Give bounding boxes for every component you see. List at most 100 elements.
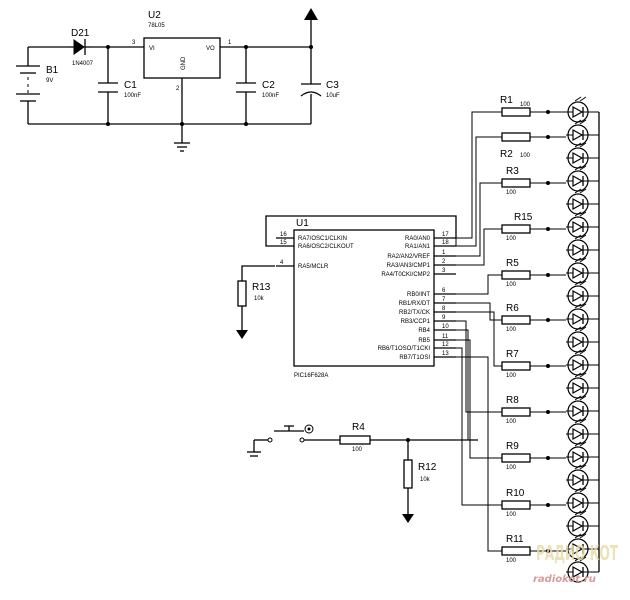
led-diode <box>566 533 599 560</box>
mcu-right-pin-number: 1 <box>442 250 446 256</box>
mcu-right-pin-name: RB1/RX/DT <box>399 301 431 307</box>
mcu-left-pin-name: RA5/MCLR <box>298 264 329 270</box>
mcu-right-pin-number: 11 <box>442 334 449 340</box>
led-diode <box>566 142 599 169</box>
regulator-ref: U2 <box>148 10 161 21</box>
ground-icon <box>174 124 190 152</box>
led-signal-wire <box>456 228 502 266</box>
mcu-right-pin-number: 17 <box>442 232 449 238</box>
regulator-pin1: 1 <box>228 40 232 46</box>
led-resistor-value: 100 <box>520 153 531 159</box>
mcu-part: PIC16F628A <box>294 373 328 379</box>
mcu-left-pin-number: 4 <box>280 260 284 266</box>
mcu-right-pin-name: RA2/AN2/VREF <box>387 254 430 260</box>
mcu-right-pin-name: RB6/T1OSO/T1CKI <box>378 346 431 352</box>
led-diode <box>566 441 599 468</box>
led-signal-wire <box>456 320 502 413</box>
r12-ref: R12 <box>418 462 437 473</box>
mcu-left-pin-name: RA7/OSC1/CLKIN <box>298 236 347 242</box>
led-resistor: R7 100 <box>501 349 566 379</box>
mcu-right-pins: 17RA0/AN018RA1/AN11RA2/AN2/VREF2RA3/AN3/… <box>378 232 456 361</box>
led-signal-wire <box>456 311 502 367</box>
led-diode <box>566 372 599 399</box>
led-resistor-ref: R2 <box>500 149 513 160</box>
mcu-right-pin-number: 7 <box>442 297 446 303</box>
led-diode <box>566 280 599 307</box>
microcontroller-u1: U1 PIC16F628A 16RA7/OSC1/CLKIN15RA6/OSC2… <box>265 215 457 379</box>
diode-value: 1N4007 <box>72 61 94 67</box>
led-resistor-ref: R8 <box>506 395 519 406</box>
battery-value: 9V <box>46 78 53 84</box>
c3-ref: C3 <box>326 80 339 91</box>
diode-ref: D21 <box>71 28 90 39</box>
resistor-r13: R13 10k <box>236 265 275 339</box>
regulator-pin-vo: VO <box>206 46 215 52</box>
led-signal-wire <box>456 347 502 506</box>
led-diode <box>566 165 599 192</box>
led-diode <box>566 211 599 238</box>
led-signal-wire <box>456 329 469 440</box>
led-signal-wire <box>456 339 502 459</box>
led-wiring <box>455 111 502 552</box>
mcu-right-pin-name: RA0/AN0 <box>405 236 431 242</box>
mcu-right-pin-name: RB2/TX/CK <box>399 310 430 316</box>
mcu-right-pin-number: 3 <box>442 268 446 274</box>
mcu-right-pin-name: RA1/AN1 <box>405 244 431 250</box>
mcu-right-pin-name: RA3/AN3/CMP1 <box>387 263 431 269</box>
led-diode <box>566 119 599 146</box>
led-signal-wire <box>456 356 502 552</box>
watermark-site: radiokot.ru <box>533 574 596 585</box>
c2-value: 100nF <box>262 93 279 99</box>
mcu-right-pin-number: 2 <box>442 259 446 265</box>
mcu-right-pin-number: 10 <box>442 324 449 330</box>
watermark-logo: РАДИО КОТ <box>536 541 618 565</box>
capacitor-c1: C1 100nF <box>98 47 141 124</box>
mcu-right-pin-name: RB7/T1OSI <box>399 355 430 361</box>
led-diode <box>566 487 599 514</box>
led-resistor-ref: R7 <box>506 349 519 360</box>
regulator-pin-gnd: GND <box>181 56 187 70</box>
led-diode <box>566 349 599 376</box>
battery-ref: B1 <box>46 65 59 76</box>
led-diode <box>566 234 599 261</box>
led-diode <box>566 464 599 491</box>
r4-value: 100 <box>352 447 363 453</box>
led-diode <box>566 188 599 215</box>
mcu-right-pin-number: 9 <box>442 315 446 321</box>
battery-b1: B1 9V <box>16 65 59 102</box>
r12-value: 10k <box>420 477 431 483</box>
push-button[interactable] <box>247 424 340 457</box>
led-resistor-ref: R11 <box>506 534 524 545</box>
regulator-u2: U2 78L05 VI VO GND 3 1 2 <box>132 10 232 124</box>
resistor-r4: R4 100 <box>339 422 478 453</box>
led-resistor-value: 100 <box>506 373 517 379</box>
capacitor-c3: C3 10uF <box>300 47 340 124</box>
mcu-right-pin-name: RB5 <box>418 338 430 344</box>
led-diode <box>566 556 599 583</box>
power-arrow-icon <box>304 8 318 47</box>
mcu-right-pin-number: 6 <box>442 288 446 294</box>
led-resistor-ref: R15 <box>514 212 533 223</box>
led-signal-wire <box>456 136 502 247</box>
r13-ref: R13 <box>252 282 271 293</box>
regulator-value: 78L05 <box>148 23 165 29</box>
mcu-left-pin-name: RA6/OSC2/CLKOUT <box>298 244 354 250</box>
led-resistor-ref: R9 <box>506 441 519 452</box>
r4-ref: R4 <box>352 422 365 433</box>
mcu-left-pin-number: 15 <box>280 240 287 246</box>
led-resistor-value: 100 <box>506 512 517 518</box>
led-resistor-ref: R3 <box>506 166 519 177</box>
mcu-right-pin-number: 8 <box>442 306 446 312</box>
c1-value: 100nF <box>124 93 141 99</box>
mcu-left-pin-number: 16 <box>280 232 287 238</box>
regulator-pin-vi: VI <box>149 46 155 52</box>
capacitor-c2: C2 100nF <box>236 47 279 124</box>
led-diode <box>566 418 599 445</box>
r13-value: 10k <box>254 296 265 302</box>
mcu-right-pin-name: RB3/CCP1 <box>401 319 431 325</box>
